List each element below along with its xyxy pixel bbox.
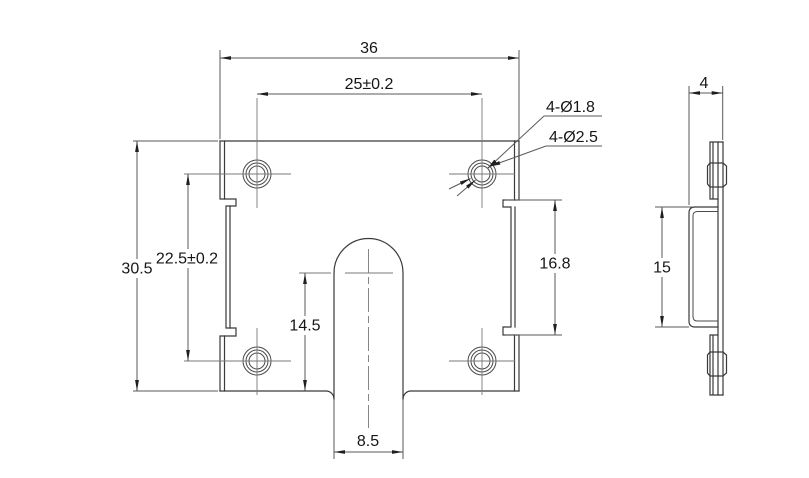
hole-top-right (449, 98, 515, 208)
dim-thickness-label: 4 (700, 75, 709, 92)
dim-channel-height-label: 15 (653, 260, 671, 277)
dim-thickness: 4 (688, 75, 724, 205)
side-view: 4 15 (651, 75, 728, 396)
hole-top-left (184, 98, 291, 208)
dim-overall-height-label: 30.5 (121, 261, 152, 278)
hole-bottom-left (184, 328, 291, 395)
dim-slot-center-to-bottom: 14.5 (286, 273, 324, 391)
dim-slot-width: 8.5 (334, 433, 403, 454)
dim-overall-height: 30.5 (116, 140, 218, 392)
hole-callouts: 4-Ø1.8 4-Ø2.5 (448, 99, 602, 197)
dim-overall-width-label: 36 (360, 40, 378, 57)
dim-hole-pitch-vertical-label: 22.5±0.2 (156, 251, 218, 268)
dim-slot-center-to-bottom-label: 14.5 (289, 318, 320, 335)
front-view: 36 25±0.2 30.5 22.5±0.2 16.8 (116, 40, 602, 459)
bottom-slot (299, 237, 404, 459)
dim-hole-pitch-vertical: 22.5±0.2 (152, 174, 222, 361)
large-hole-callout-label: 4-Ø2.5 (549, 129, 598, 146)
small-hole-callout-label: 4-Ø1.8 (546, 99, 595, 116)
dim-overall-width: 36 (219, 40, 520, 139)
mounting-holes (184, 98, 515, 395)
hole-bottom-right (449, 328, 515, 395)
dim-hole-pitch-horizontal-label: 25±0.2 (345, 76, 394, 93)
dim-hole-pitch-horizontal: 25±0.2 (257, 76, 482, 96)
dim-channel-height: 15 (651, 206, 692, 328)
dim-slot-width-label: 8.5 (357, 433, 379, 450)
dim-edge-step-height-label: 16.8 (539, 256, 570, 273)
dim-edge-step-height: 16.8 (505, 199, 574, 336)
side-view-outline (688, 141, 728, 396)
